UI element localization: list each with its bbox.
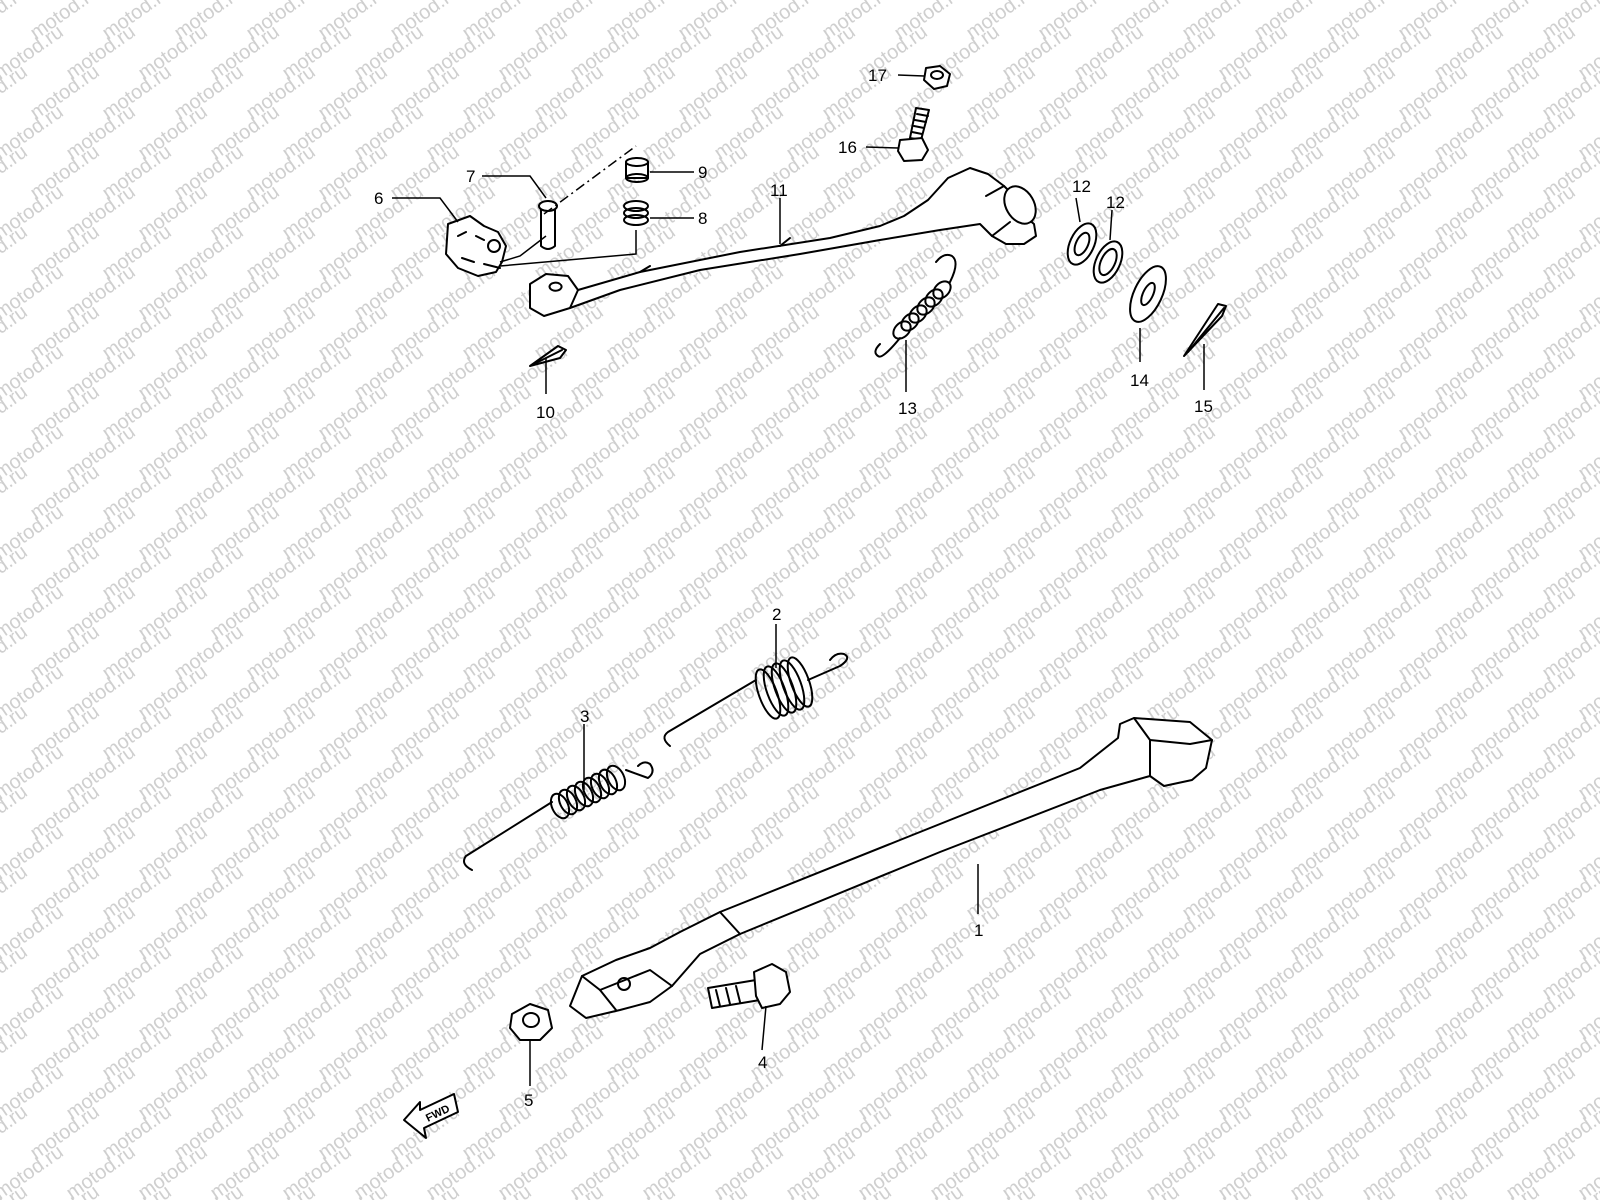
watermark-text: motod.ru bbox=[0, 1021, 32, 1084]
watermark-text: motod.ru bbox=[0, 0, 32, 44]
callout-16: 16 bbox=[838, 138, 857, 157]
watermark-text: motod.ru bbox=[0, 701, 32, 764]
callout-3: 3 bbox=[580, 707, 589, 726]
callout-15: 15 bbox=[1194, 397, 1213, 416]
watermark-text: motod.ru bbox=[0, 621, 32, 684]
watermark-text: motod.ru bbox=[0, 461, 32, 524]
callout-5: 5 bbox=[524, 1091, 533, 1110]
callout-9: 9 bbox=[698, 163, 707, 182]
callout-10: 10 bbox=[536, 403, 555, 422]
watermark-text: motod.ru bbox=[0, 381, 32, 444]
callout-12-left: 12 bbox=[1072, 177, 1091, 196]
callout-12-right: 12 bbox=[1106, 193, 1125, 212]
callout-1: 1 bbox=[974, 921, 983, 940]
callout-6: 6 bbox=[374, 189, 383, 208]
callout-13: 13 bbox=[898, 399, 917, 418]
watermark-text: motod.ru bbox=[0, 1101, 32, 1164]
joint-pin-part bbox=[538, 200, 558, 250]
watermark-text: motod.ru bbox=[0, 61, 32, 124]
watermark-text: motod.ru bbox=[0, 941, 32, 1004]
callout-4: 4 bbox=[758, 1053, 767, 1072]
watermark-text: motod.ru bbox=[0, 301, 32, 364]
watermark-text: motod.ru bbox=[1574, 0, 1600, 4]
side-stand-nut-part bbox=[509, 1003, 553, 1041]
adjuster-nut-part bbox=[625, 157, 649, 183]
callout-11: 11 bbox=[770, 181, 788, 200]
watermark-text: motod.ru bbox=[0, 541, 32, 604]
watermark-text: motod.ru bbox=[0, 141, 32, 204]
watermark-text: motod.ru bbox=[0, 781, 32, 844]
watermark-text: motod.ru bbox=[0, 221, 32, 284]
callout-17: 17 bbox=[868, 66, 887, 85]
watermark-text: motod.ru bbox=[0, 861, 32, 924]
callout-2: 2 bbox=[772, 605, 781, 624]
callout-7: 7 bbox=[466, 167, 475, 186]
callout-8: 8 bbox=[698, 209, 707, 228]
callout-14: 14 bbox=[1130, 371, 1149, 390]
